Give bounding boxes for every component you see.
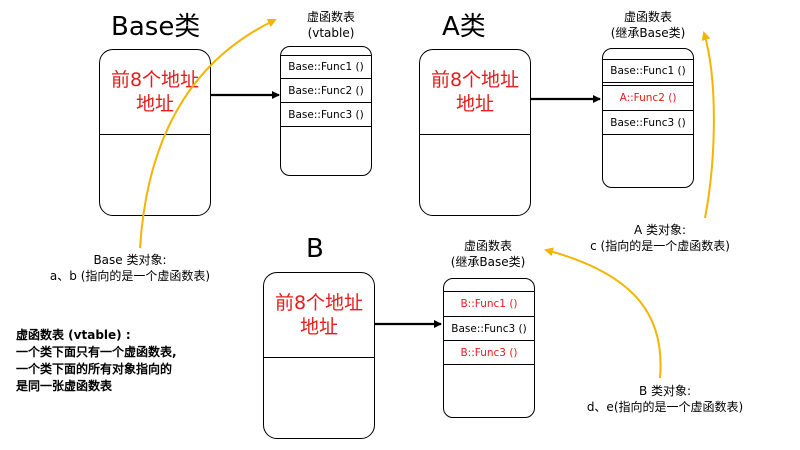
a-vtable-label: 虚函数表 (继承Base类)	[596, 9, 700, 41]
a-vtable-row: Base::Func3 ()	[603, 111, 693, 135]
vtable-note-line2: 一个类下面只有一个虚函数表,	[16, 345, 177, 359]
a-object-address-line2: 地址	[455, 93, 494, 115]
base-vtable-row: Base::Func2 ()	[281, 79, 371, 103]
a-class-title: A类	[442, 12, 486, 42]
a-object-layout: 前8个地址 地址	[419, 49, 531, 216]
vtable-note-line3: 一个类下面的所有对象指向的	[16, 362, 173, 376]
a-vtable-label-line2: (继承Base类)	[610, 26, 686, 40]
base-object-header-cell: 前8个地址 地址	[100, 50, 210, 135]
b-vtable-row: B::Func3 ()	[444, 341, 534, 365]
a-vtable-row: Base::Func1 ()	[603, 59, 693, 83]
base-vtable-label: 虚函数表 (vtable)	[281, 9, 381, 41]
base-class-title: Base类	[111, 12, 201, 42]
b-vtable-row: B::Func1 ()	[444, 291, 534, 317]
a-objects-caption-line1: A 类对象:	[633, 223, 687, 237]
base-vtable-label-line1: 虚函数表	[306, 10, 355, 24]
a-vtable-row: A::Func2 ()	[603, 85, 693, 111]
a-object-header-cell: 前8个地址 地址	[420, 50, 530, 135]
b-objects-caption-line1: B 类对象:	[638, 384, 692, 398]
b-object-address-line1: 前8个地址	[274, 292, 364, 314]
base-object-address-line1: 前8个地址	[110, 69, 200, 91]
b-vtable-label-line2: (继承Base类)	[450, 255, 526, 269]
vtable-note-line4: 是同一张虚函数表	[16, 379, 113, 393]
base-objects-caption: Base 类对象: a、b (指向的是一个虚函数表)	[10, 252, 250, 284]
base-objects-caption-line1: Base 类对象:	[93, 253, 167, 267]
b-object-address-line2: 地址	[299, 316, 338, 338]
a-object-address-line1: 前8个地址	[430, 69, 520, 91]
b-objects-caption-line2: d、e(指向的是一个虚函数表)	[586, 400, 744, 414]
a-vtable-label-line1: 虚函数表	[623, 10, 672, 24]
base-object-layout: 前8个地址 地址	[99, 49, 211, 216]
b-vtable-label: 虚函数表 (继承Base类)	[436, 238, 540, 270]
vtable-note: 虚函数表 (vtable) : 一个类下面只有一个虚函数表, 一个类下面的所有对…	[16, 327, 177, 395]
b-vtable-row: Base::Func3 ()	[444, 317, 534, 341]
b-vtable-label-line1: 虚函数表	[463, 239, 512, 253]
base-vtable: Base::Func1 () Base::Func2 () Base::Func…	[280, 46, 372, 176]
a-objects-curve	[701, 31, 715, 219]
a-vtable: Base::Func1 () A::Func2 () Base::Func3 (…	[602, 48, 694, 188]
b-vtable: B::Func1 () Base::Func3 () B::Func3 ()	[443, 278, 535, 418]
a-objects-caption: A 类对象: c (指向的是一个虚函数表)	[555, 222, 765, 254]
b-class-title: B	[306, 234, 324, 264]
b-objects-caption: B 类对象: d、e(指向的是一个虚函数表)	[555, 383, 775, 415]
a-objects-caption-line2: c (指向的是一个虚函数表)	[590, 239, 730, 253]
b-objects-curve	[544, 247, 662, 379]
base-objects-caption-line2: a、b (指向的是一个虚函数表)	[49, 269, 211, 283]
base-vtable-row: Base::Func1 ()	[281, 55, 371, 79]
base-vtable-label-line2: (vtable)	[307, 26, 355, 40]
base-vtable-row: Base::Func3 ()	[281, 103, 371, 127]
b-object-layout: 前8个地址 地址	[263, 272, 375, 439]
base-object-address-line2: 地址	[135, 93, 174, 115]
vtable-note-line1: 虚函数表 (vtable) :	[16, 328, 131, 342]
b-object-header-cell: 前8个地址 地址	[264, 273, 374, 358]
